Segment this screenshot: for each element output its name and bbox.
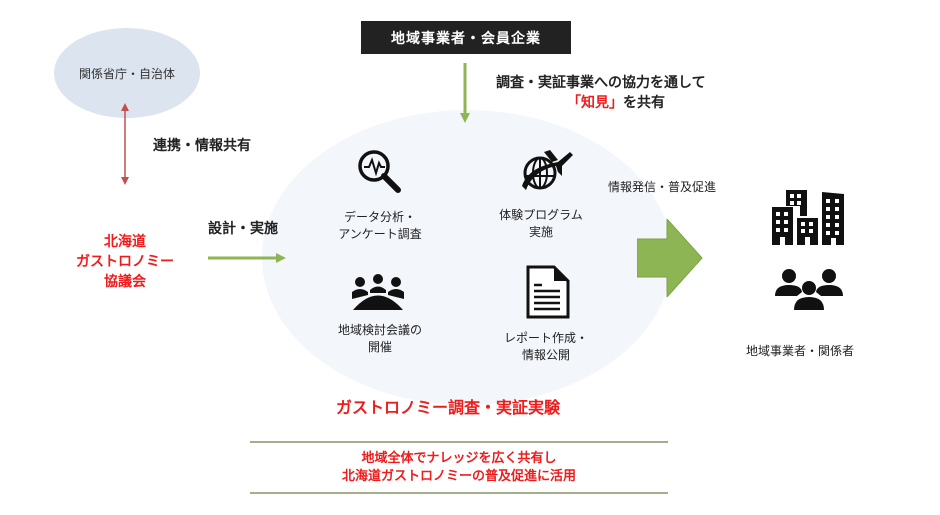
contribution-rest: を共有 — [623, 95, 665, 111]
link-double-arrow — [121, 103, 129, 185]
target-label: 地域事業者・関係者 — [746, 344, 855, 358]
item-line: データ分析・ — [343, 210, 416, 224]
magnifier-chart-icon — [358, 150, 401, 193]
link-label: 連携・情報共有 — [153, 138, 251, 154]
item-line: 実施 — [528, 225, 553, 239]
council-line: 北海道 — [104, 234, 146, 250]
meeting-icon — [352, 274, 404, 310]
item-label: データ分析・ アンケート調査 — [320, 209, 440, 243]
members-box: 地域事業者・会員企業 — [361, 21, 571, 54]
document-icon — [526, 265, 570, 319]
buildings-icon — [772, 190, 844, 245]
big-right-arrow — [637, 219, 703, 297]
item-line: 地域検討会議の — [337, 323, 422, 337]
item-line: レポート作成・ — [503, 331, 588, 345]
down-arrow — [460, 63, 470, 123]
experiment-area — [262, 110, 672, 405]
government-node: 関係省庁・自治体 — [54, 28, 200, 118]
summary-line2: 北海道ガストロノミーの普及促進に活用 — [341, 468, 576, 484]
people-group-icon — [775, 269, 843, 310]
summary-line1: 地域全体でナレッジを広く共有し — [361, 450, 557, 466]
item-line: 情報公開 — [521, 348, 570, 362]
contribution-line2: 「知見」を共有 — [567, 92, 665, 112]
right-arrow-small — [208, 253, 286, 263]
item-label: 体験プログラム 実施 — [486, 207, 596, 241]
item-line: アンケート調査 — [338, 227, 422, 241]
item-line: 開催 — [367, 340, 392, 354]
council-line: 協議会 — [104, 274, 146, 290]
experiment-title: ガストロノミー調査・実証実験 — [336, 398, 561, 417]
summary-box: 地域全体でナレッジを広く共有し 北海道ガストロノミーの普及促進に活用 — [250, 441, 668, 494]
item-line: 体験プログラム — [499, 208, 583, 222]
council-label: 北海道 ガストロノミー 協議会 — [60, 232, 190, 292]
item-label: 地域検討会議の 開催 — [320, 322, 440, 356]
action-label: 設計・実施 — [208, 221, 278, 237]
council-line: ガストロノミー — [76, 254, 174, 270]
globe-plane-icon — [522, 150, 573, 190]
members-label: 地域事業者・会員企業 — [391, 30, 541, 47]
item-label: レポート作成・ 情報公開 — [486, 330, 606, 364]
output-arrow-label: 情報発信・普及促進 — [608, 180, 717, 194]
government-label: 関係省庁・自治体 — [78, 66, 175, 81]
knowledge-highlight: 「知見」 — [567, 95, 623, 111]
contribution-line1: 調査・実証事業への協力を通して — [496, 75, 706, 91]
